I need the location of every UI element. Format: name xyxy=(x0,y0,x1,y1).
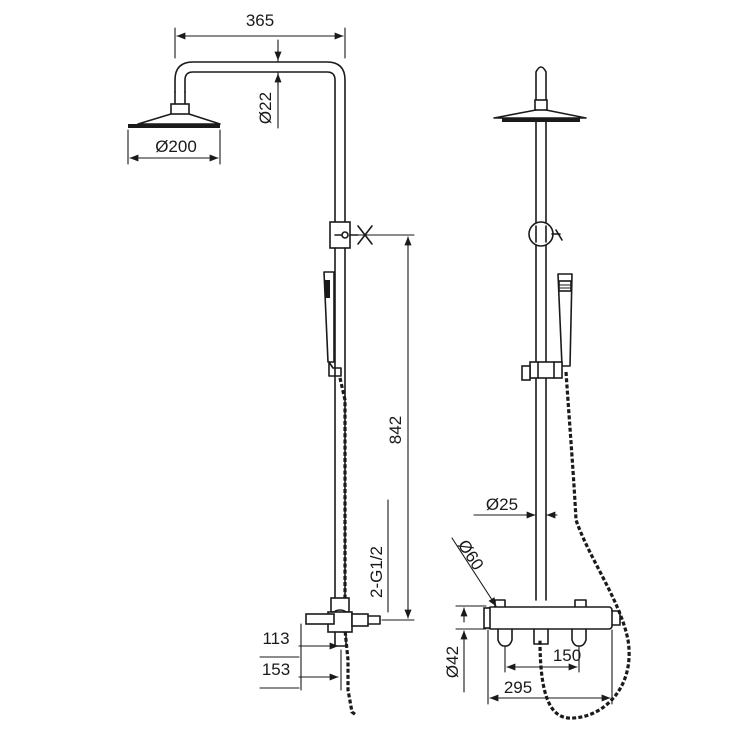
front-mixer xyxy=(483,599,621,647)
front-shower-head xyxy=(493,109,587,122)
front-hand-shower xyxy=(557,273,573,367)
dim-arm-reach: 365 xyxy=(246,11,274,30)
front-diverter xyxy=(528,221,563,247)
dim-arm-pipe-diameter: Ø22 xyxy=(256,92,275,124)
side-view xyxy=(128,61,381,717)
dim-head-diameter: Ø200 xyxy=(155,137,197,156)
dim-body-width: 295 xyxy=(504,678,532,697)
dim-body-diameter: Ø42 xyxy=(443,646,462,678)
side-dimensions: 365 Ø22 Ø200 842 2-G1/2 113 153 xyxy=(127,11,415,691)
front-slider xyxy=(521,361,563,381)
side-shower-arm xyxy=(174,61,346,223)
side-hose xyxy=(338,377,357,717)
side-hand-shower xyxy=(323,271,342,377)
side-shower-head xyxy=(128,91,221,128)
front-arm-top xyxy=(535,66,547,101)
dim-inlet-thread: 2-G1/2 xyxy=(367,546,386,598)
dim-pipe-diameter: Ø25 xyxy=(486,495,518,514)
dim-rail-height: 842 xyxy=(386,416,405,444)
side-mixer xyxy=(305,597,381,647)
dim-inlet-centres: 150 xyxy=(553,646,581,665)
front-hose xyxy=(538,371,631,720)
dim-knob-diameter: Ø60 xyxy=(454,536,487,573)
dim-offset-113: 113 xyxy=(262,629,289,648)
front-riser xyxy=(535,121,547,601)
front-dimensions: Ø25 Ø60 Ø42 150 295 xyxy=(443,495,613,705)
front-view xyxy=(483,66,631,720)
dim-offset-153: 153 xyxy=(262,660,290,679)
